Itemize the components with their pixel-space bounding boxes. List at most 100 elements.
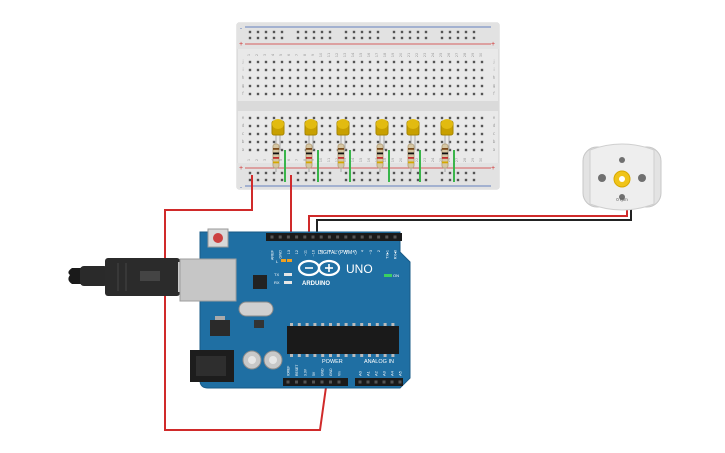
header-pin[interactable] (337, 380, 341, 384)
breadboard-hole[interactable] (424, 30, 428, 34)
breadboard-hole[interactable] (312, 68, 316, 72)
breadboard-hole[interactable] (344, 178, 348, 182)
breadboard-hole[interactable] (352, 84, 356, 88)
breadboard-hole[interactable] (400, 116, 404, 120)
breadboard-hole[interactable] (376, 60, 380, 64)
breadboard[interactable]: - + + - + + 1122334455667788991010111112… (236, 22, 500, 191)
header-pin[interactable] (327, 235, 331, 239)
breadboard-hole[interactable] (368, 178, 372, 182)
breadboard-hole[interactable] (272, 60, 276, 64)
breadboard-hole[interactable] (472, 140, 476, 144)
breadboard-hole[interactable] (360, 124, 364, 128)
breadboard-hole[interactable] (248, 171, 252, 175)
breadboard-hole[interactable] (408, 140, 412, 144)
breadboard-hole[interactable] (408, 178, 412, 182)
breadboard-hole[interactable] (456, 30, 460, 34)
breadboard-hole[interactable] (368, 30, 372, 34)
breadboard-hole[interactable] (416, 140, 420, 144)
breadboard-hole[interactable] (280, 60, 284, 64)
breadboard-hole[interactable] (344, 36, 348, 40)
breadboard-hole[interactable] (440, 116, 444, 120)
breadboard-hole[interactable] (256, 76, 260, 80)
breadboard-hole[interactable] (256, 148, 260, 152)
breadboard-hole[interactable] (296, 140, 300, 144)
breadboard-hole[interactable] (288, 68, 292, 72)
breadboard-hole[interactable] (448, 116, 452, 120)
breadboard-hole[interactable] (248, 60, 252, 64)
breadboard-hole[interactable] (280, 68, 284, 72)
breadboard-hole[interactable] (368, 171, 372, 175)
breadboard-hole[interactable] (408, 30, 412, 34)
breadboard-hole[interactable] (352, 92, 356, 96)
breadboard-hole[interactable] (424, 140, 428, 144)
breadboard-hole[interactable] (456, 60, 460, 64)
breadboard-hole[interactable] (296, 68, 300, 72)
breadboard-hole[interactable] (432, 148, 436, 152)
breadboard-hole[interactable] (304, 171, 308, 175)
resistor[interactable] (376, 143, 384, 169)
breadboard-hole[interactable] (368, 140, 372, 144)
breadboard-hole[interactable] (424, 178, 428, 182)
breadboard-hole[interactable] (456, 84, 460, 88)
breadboard-hole[interactable] (416, 68, 420, 72)
breadboard-hole[interactable] (256, 132, 260, 136)
breadboard-hole[interactable] (464, 30, 468, 34)
breadboard-hole[interactable] (248, 76, 252, 80)
breadboard-hole[interactable] (304, 84, 308, 88)
breadboard-hole[interactable] (440, 60, 444, 64)
breadboard-hole[interactable] (400, 68, 404, 72)
breadboard-hole[interactable] (320, 140, 324, 144)
breadboard-hole[interactable] (400, 76, 404, 80)
breadboard-hole[interactable] (304, 178, 308, 182)
breadboard-hole[interactable] (256, 84, 260, 88)
breadboard-hole[interactable] (456, 132, 460, 136)
breadboard-hole[interactable] (368, 116, 372, 120)
breadboard-hole[interactable] (280, 178, 284, 182)
breadboard-hole[interactable] (360, 36, 364, 40)
breadboard-hole[interactable] (416, 148, 420, 152)
breadboard-hole[interactable] (328, 148, 332, 152)
breadboard-hole[interactable] (352, 60, 356, 64)
breadboard-hole[interactable] (464, 116, 468, 120)
breadboard-hole[interactable] (400, 148, 404, 152)
breadboard-hole[interactable] (256, 36, 260, 40)
breadboard-hole[interactable] (432, 140, 436, 144)
resistor[interactable] (305, 143, 313, 169)
breadboard-hole[interactable] (352, 124, 356, 128)
breadboard-hole[interactable] (464, 178, 468, 182)
breadboard-hole[interactable] (336, 140, 340, 144)
breadboard-hole[interactable] (352, 68, 356, 72)
breadboard-hole[interactable] (320, 76, 324, 80)
breadboard-hole[interactable] (480, 148, 484, 152)
header-pin[interactable] (368, 235, 372, 239)
breadboard-hole[interactable] (272, 92, 276, 96)
breadboard-hole[interactable] (336, 68, 340, 72)
breadboard-hole[interactable] (296, 171, 300, 175)
breadboard-hole[interactable] (376, 92, 380, 96)
breadboard-hole[interactable] (416, 116, 420, 120)
breadboard-hole[interactable] (392, 84, 396, 88)
breadboard-hole[interactable] (304, 92, 308, 96)
breadboard-hole[interactable] (360, 148, 364, 152)
breadboard-hole[interactable] (248, 30, 252, 34)
breadboard-hole[interactable] (344, 171, 348, 175)
breadboard-hole[interactable] (416, 30, 420, 34)
breadboard-hole[interactable] (376, 84, 380, 88)
analog-header[interactable] (355, 378, 403, 386)
led-circuit[interactable] (271, 119, 286, 182)
breadboard-hole[interactable] (448, 92, 452, 96)
breadboard-hole[interactable] (328, 68, 332, 72)
breadboard-hole[interactable] (304, 76, 308, 80)
led-circuit[interactable] (304, 119, 319, 182)
breadboard-hole[interactable] (400, 92, 404, 96)
header-pin[interactable] (377, 235, 381, 239)
breadboard-hole[interactable] (360, 68, 364, 72)
led-circuit[interactable] (440, 119, 455, 182)
breadboard-hole[interactable] (312, 92, 316, 96)
breadboard-hole[interactable] (368, 124, 372, 128)
breadboard-hole[interactable] (344, 84, 348, 88)
breadboard-hole[interactable] (440, 36, 444, 40)
breadboard-hole[interactable] (392, 92, 396, 96)
breadboard-hole[interactable] (448, 84, 452, 88)
